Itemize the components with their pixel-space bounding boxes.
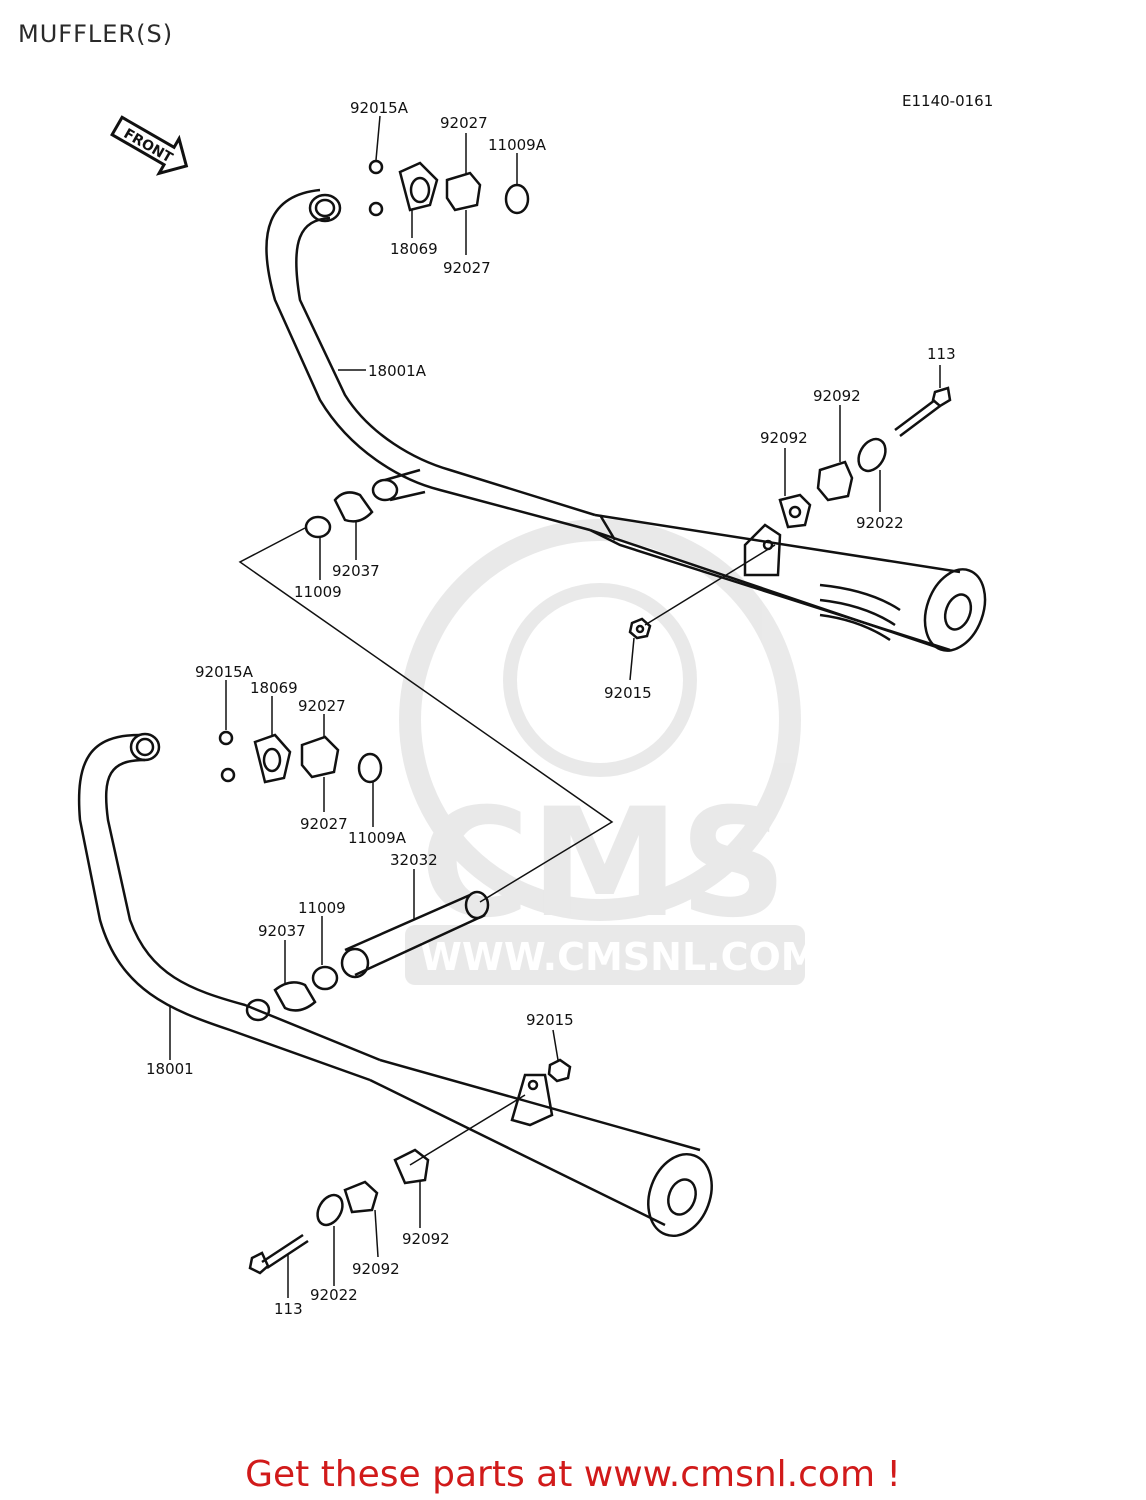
label-92092-upper-left: 92092 bbox=[760, 429, 808, 447]
label-113-upper: 113 bbox=[927, 345, 956, 363]
diagram-code: E1140-0161 bbox=[902, 92, 993, 110]
label-11009a-upper: 11009A bbox=[488, 136, 547, 154]
label-92015a-upper: 92015A bbox=[350, 99, 409, 117]
label-92092-lower-right: 92092 bbox=[402, 1230, 450, 1248]
label-18069-lower: 18069 bbox=[250, 679, 298, 697]
watermark-url: WWW.CMSNL.COM bbox=[420, 935, 819, 979]
label-92092-upper-right: 92092 bbox=[813, 387, 861, 405]
label-92022-upper: 92022 bbox=[856, 514, 904, 532]
upper-leader-lines bbox=[238, 115, 941, 903]
page-title: MUFFLER(S) bbox=[18, 20, 174, 48]
lower-part-labels: 92015A 18069 92027 92027 11009A 32032 11… bbox=[146, 663, 574, 1318]
label-18001: 18001 bbox=[146, 1060, 194, 1078]
label-18001a: 18001A bbox=[368, 362, 427, 380]
watermark: CMS WWW.CMSNL.COM bbox=[399, 519, 819, 985]
label-92092-lower-left: 92092 bbox=[352, 1260, 400, 1278]
label-32032: 32032 bbox=[390, 851, 438, 869]
front-arrow-icon: FRONT bbox=[110, 115, 189, 176]
label-92022-lower: 92022 bbox=[310, 1286, 358, 1304]
label-92015-lower: 92015 bbox=[526, 1011, 574, 1029]
footer-cta-link[interactable]: Get these parts at www.cmsnl.com ! bbox=[245, 1454, 901, 1495]
lower-leader-lines bbox=[169, 680, 559, 1298]
label-11009-lower: 11009 bbox=[298, 899, 346, 917]
label-92037-upper: 92037 bbox=[332, 562, 380, 580]
label-92027-upper-top: 92027 bbox=[440, 114, 488, 132]
label-11009-upper: 11009 bbox=[294, 583, 342, 601]
upper-part-labels: 92015A 92027 11009A 18069 92027 18001A 1… bbox=[294, 99, 956, 702]
label-92015-upper: 92015 bbox=[604, 684, 652, 702]
label-92027-upper-bottom: 92027 bbox=[443, 259, 491, 277]
label-92027-lower-top: 92027 bbox=[298, 697, 346, 715]
label-92027-lower-bottom: 92027 bbox=[300, 815, 348, 833]
label-113-lower: 113 bbox=[274, 1300, 303, 1318]
label-92015a-lower: 92015A bbox=[195, 663, 254, 681]
upper-exhaust-pipe bbox=[265, 159, 987, 652]
watermark-brand: CMS bbox=[420, 777, 787, 951]
label-18069-upper: 18069 bbox=[390, 240, 438, 258]
label-92037-lower: 92037 bbox=[258, 922, 306, 940]
label-11009a-lower: 11009A bbox=[348, 829, 407, 847]
